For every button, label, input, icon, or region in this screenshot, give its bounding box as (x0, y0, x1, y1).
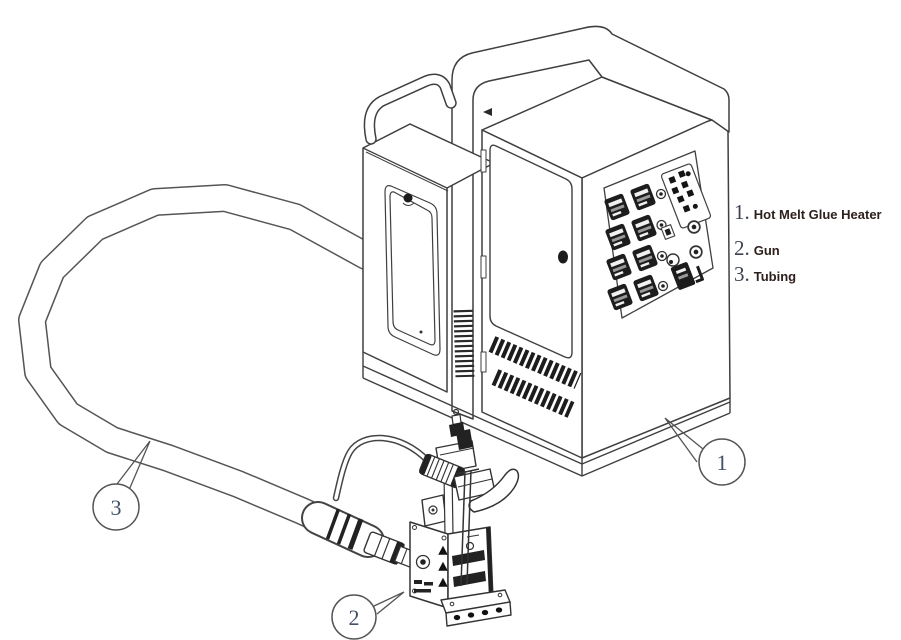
control-panel (603, 150, 714, 319)
inlet-elbow-fitting (449, 408, 473, 450)
panel-knob-large (666, 253, 680, 267)
callout-3-leader (116, 440, 151, 491)
door-hinge (480, 255, 487, 279)
machine-arch-frame (451, 25, 730, 420)
door-hinge (480, 351, 487, 373)
guide-rods (455, 468, 480, 587)
cabinet-door-knob (558, 250, 568, 264)
tank-box (362, 123, 495, 393)
door-hinge (480, 149, 487, 173)
legend-item-2-label: Gun (753, 243, 780, 258)
tube-end-fitting (301, 501, 385, 558)
nozzle-base (440, 589, 512, 627)
panel-knob (657, 280, 669, 292)
vent-grille-front-1 (488, 336, 582, 389)
callout-2: 2 (331, 591, 405, 640)
callout-3-number: 3 (111, 495, 122, 520)
callout-1: 1 (664, 417, 746, 486)
gun-body (409, 521, 449, 609)
callout-2-circle (331, 594, 377, 640)
nozzle (467, 612, 475, 618)
callout-3: 3 (92, 440, 151, 531)
tube-fill (19, 185, 379, 544)
panel-knob (655, 188, 667, 200)
gun-boss (415, 554, 431, 570)
callout-2-leader (373, 591, 405, 615)
cabinet-door (480, 144, 573, 373)
machine-base (362, 352, 731, 477)
legend-item-1-number: 1. (734, 200, 750, 224)
callout-1-number: 1 (717, 450, 728, 475)
carrying-handle (363, 73, 457, 145)
nozzle (453, 614, 461, 621)
tank-door-knob (403, 193, 413, 203)
panel-knob-large (687, 220, 701, 234)
panel-knob-large (689, 245, 703, 259)
gun-drawing (363, 408, 520, 627)
legend-item-1: 1. Hot Melt Glue Heater (734, 200, 882, 225)
legend-item-3-label: Tubing (753, 269, 797, 284)
panel-display-module (670, 262, 704, 290)
vent-grille-front-2 (491, 369, 575, 418)
callout-3-circle (92, 483, 140, 531)
callout-1-circle (698, 438, 746, 486)
hot-melt-glue-heater-drawing (362, 25, 731, 477)
legend-item-2: 2. Gun (734, 236, 780, 261)
ribbed-connector (419, 453, 465, 489)
air-hose (332, 434, 432, 502)
legend-item-2-number: 2. (734, 236, 750, 260)
vent-grille-tower (453, 309, 475, 378)
nozzle (495, 607, 503, 613)
panel-knob (656, 250, 668, 262)
beam-arrow-icon (483, 108, 492, 116)
panel-switch (660, 224, 676, 240)
callout-1-leader (664, 417, 704, 463)
legend-item-3-number: 3. (734, 262, 750, 286)
legend-item-1-label: Hot Melt Glue Heater (753, 207, 882, 222)
nozzle (481, 609, 489, 616)
gun-label-marks (414, 580, 422, 584)
gun-bracket (421, 494, 447, 527)
tubing-drawing (18, 184, 385, 558)
swivel-connector (363, 531, 418, 569)
legend-item-3: 3. Tubing (734, 262, 796, 287)
tank-door (384, 185, 441, 356)
callout-2-number: 2 (349, 605, 360, 630)
